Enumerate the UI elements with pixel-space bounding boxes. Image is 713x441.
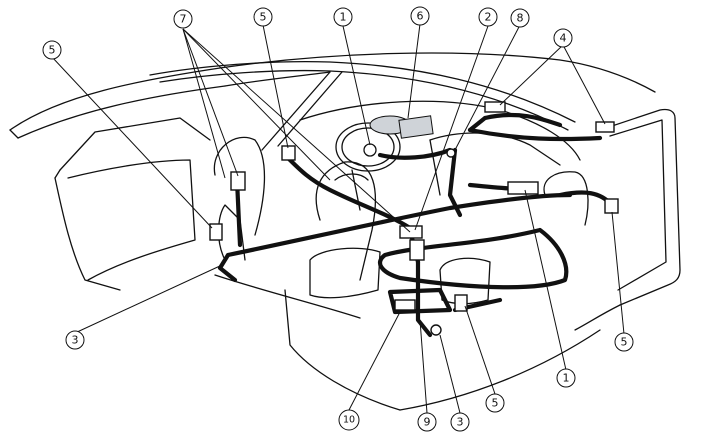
airbag-control-unit xyxy=(507,181,539,195)
curtain-inflator-rear xyxy=(230,171,246,191)
front-sensor-a xyxy=(484,101,506,113)
callout-2-label: 2 xyxy=(485,11,492,24)
callout-3-left: 3 xyxy=(65,330,85,350)
buckle-switch xyxy=(454,294,468,312)
side-sensor-front-door xyxy=(604,198,619,214)
callout-9: 9 xyxy=(417,412,437,432)
seats xyxy=(213,136,589,305)
callout-5-bottom-label: 5 xyxy=(492,397,499,410)
callout-1-top: 1 xyxy=(333,7,353,27)
seat-belt-pretensioner xyxy=(399,225,423,239)
callout-2: 2 xyxy=(478,7,498,27)
steering-wheel xyxy=(335,115,434,211)
occupant-sensor xyxy=(394,299,416,311)
callout-4-label: 4 xyxy=(560,32,567,45)
passenger-airbag-connector xyxy=(446,148,456,158)
vehicle-body xyxy=(9,52,681,411)
callout-4: 4 xyxy=(553,28,573,48)
callout-3-bottom-label: 3 xyxy=(457,416,464,429)
callout-5-top: 5 xyxy=(253,7,273,27)
callout-5-left: 5 xyxy=(42,40,62,60)
wiring-harness xyxy=(217,112,615,338)
leader-lines xyxy=(51,23,625,414)
callout-7-label: 7 xyxy=(180,13,187,26)
seat-side-airbag xyxy=(409,239,425,261)
front-sensor-b xyxy=(595,121,615,133)
components xyxy=(209,101,619,336)
side-sensor-b-pillar xyxy=(281,145,296,161)
callout-1-bottom-label: 1 xyxy=(563,372,570,385)
callout-5-top-label: 5 xyxy=(260,11,267,24)
callout-9-label: 9 xyxy=(424,416,431,429)
callout-5-right: 5 xyxy=(614,332,634,352)
side-sensor-rear-left xyxy=(209,223,223,241)
callout-1-bottom: 1 xyxy=(556,368,576,388)
callout-7: 7 xyxy=(173,9,193,29)
callout-8-label: 8 xyxy=(517,12,524,25)
callout-10: 10 xyxy=(338,409,360,431)
callout-6: 6 xyxy=(410,6,430,26)
pretensioner-connector xyxy=(430,324,442,336)
callout-5-left-label: 5 xyxy=(49,44,56,57)
callout-6-label: 6 xyxy=(417,10,424,23)
callout-1-top-label: 1 xyxy=(340,11,347,24)
callout-5-right-label: 5 xyxy=(621,336,628,349)
callout-8: 8 xyxy=(510,8,530,28)
callout-5-bottom: 5 xyxy=(485,393,505,413)
callout-10-label: 10 xyxy=(343,415,355,426)
callout-3-left-label: 3 xyxy=(72,334,79,347)
callout-3-bottom: 3 xyxy=(450,412,470,432)
